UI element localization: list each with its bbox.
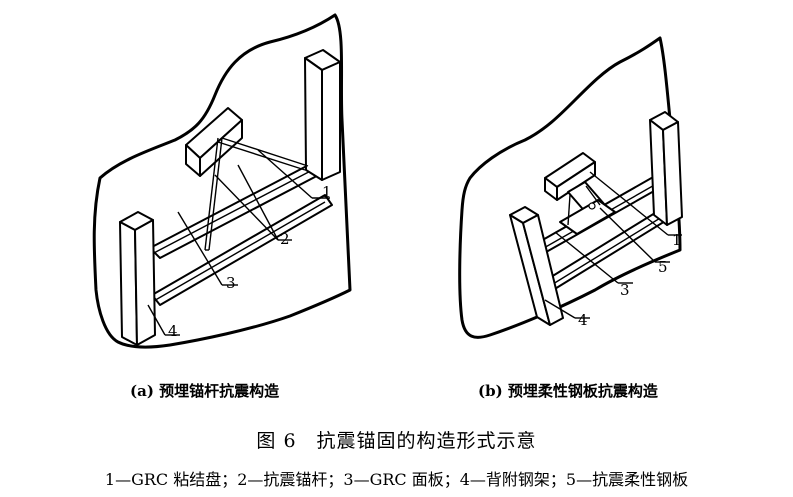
steel-frame-b-post-right xyxy=(649,111,683,226)
label-a-4: 4 xyxy=(168,322,178,340)
label-a-1: 1 xyxy=(322,183,332,201)
figure-title: 图 6 抗震锚固的构造形式示意 xyxy=(256,430,537,452)
caption-a: (a) 预埋锚杆抗震构造 xyxy=(130,382,280,400)
grc-bond-plate-a xyxy=(185,107,243,177)
label-b-5: 5 xyxy=(658,258,668,276)
grc-bond-plate-b xyxy=(544,152,596,201)
steel-frame-b-post-left xyxy=(509,206,564,326)
label-a-3: 3 xyxy=(226,274,236,292)
label-b-4: 4 xyxy=(578,311,588,329)
grc-panel-a xyxy=(92,13,352,349)
caption-b: (b) 预埋柔性钢板抗震构造 xyxy=(478,382,658,400)
anchor-rods xyxy=(204,137,309,251)
label-a-2: 2 xyxy=(280,230,290,248)
steel-frame-post-left xyxy=(119,211,156,346)
diagram-a: 1 2 3 4 xyxy=(92,13,352,349)
diagram-b: 1 5 3 4 xyxy=(458,36,683,339)
label-b-1: 1 xyxy=(672,231,682,249)
label-b-3: 3 xyxy=(620,281,630,299)
legend: 1—GRC 粘结盘；2—抗震锚杆；3—GRC 面板；4—背附钢架；5—抗震柔性钢… xyxy=(104,470,689,489)
steel-frame-post-right xyxy=(304,49,341,181)
